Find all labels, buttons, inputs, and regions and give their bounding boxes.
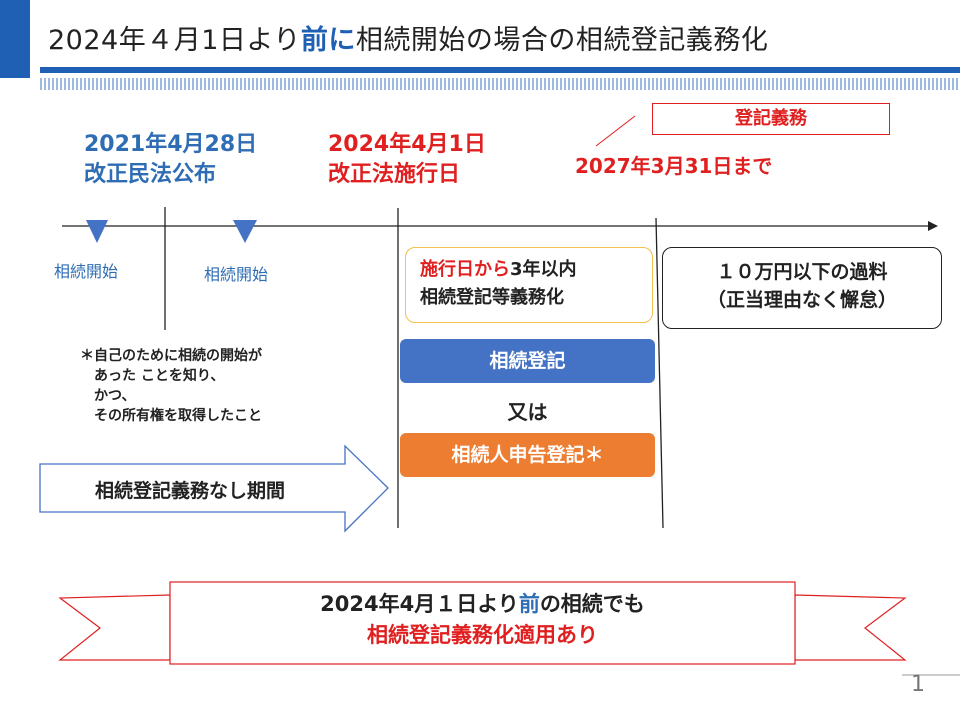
inheritance-registration-box: 相続登記 [400,339,655,383]
effective-date: 2024年4月1日 [328,132,486,157]
ribbon-line1-highlight: 前 [518,592,540,616]
ribbon-line2: 相続登記義務化適用あり [367,623,598,647]
header-rule [40,67,960,73]
deadline-line [655,217,664,529]
inheritance-start-label-2: 相続開始 [204,265,269,284]
footnote-line: かつ、 [80,388,136,404]
page-number: 1 [911,672,925,697]
heir-declaration-box: 相続人申告登記＊ [400,433,655,477]
promulgation-label: 改正民法公布 [84,162,217,187]
ribbon-left-tail [58,594,171,661]
fine-line2: （正当理由なく懈怠） [706,289,897,311]
corner-accent [0,0,30,78]
ribbon-line1-after: の相続でも [539,592,645,616]
footnote-line: その所有権を取得したこと [80,408,262,424]
fine-line1: １０万円以下の過料 [716,261,888,283]
three-year-line2: 相続登記等義務化 [420,287,564,308]
effective-label: 改正法施行日 [328,162,461,187]
ribbon-line1-before: 2024年4月１日より [320,592,519,616]
footnote: ＊自己のために相続の開始が あった ことを知り、 かつ、 その所有権を取得したこ… [80,346,262,426]
ribbon-text: 2024年4月１日より前の相続でも 相続登記義務化適用あり [170,589,795,651]
three-year-red-text: 施行日から [420,259,510,280]
fine-box: １０万円以下の過料 （正当理由なく懈怠） [662,247,942,329]
no-duty-period-label: 相続登記義務なし期間 [94,480,285,502]
no-duty-period-arrow [39,444,389,533]
inheritance-start-marker-2 [233,220,257,243]
deadline-leader-line [595,115,636,147]
registration-duty-box: 登記義務 [652,103,890,135]
inheritance-start-marker-1 [86,220,108,243]
timeline-arrowhead [928,221,938,231]
deadline-label: 2027年3月31日まで [575,154,773,178]
ribbon-right-tail [794,594,907,661]
footnote-line: ＊自己のために相続の開始が [80,348,262,364]
inheritance-start-label-1: 相続開始 [54,262,119,281]
footnote-line: あった ことを知り、 [80,368,225,384]
promulgation-date: 2021年4月28日 [84,132,258,157]
ribbon-center [169,581,796,665]
or-label: 又は [507,400,548,424]
three-year-text: 3年以内 [510,259,577,280]
three-year-duty-box: 施行日から3年以内 相続登記等義務化 [405,247,653,323]
header-dotted-rule [40,78,960,90]
page-title: 2024年４月1日より前に相続開始の場合の相続登記義務化 [48,25,769,56]
